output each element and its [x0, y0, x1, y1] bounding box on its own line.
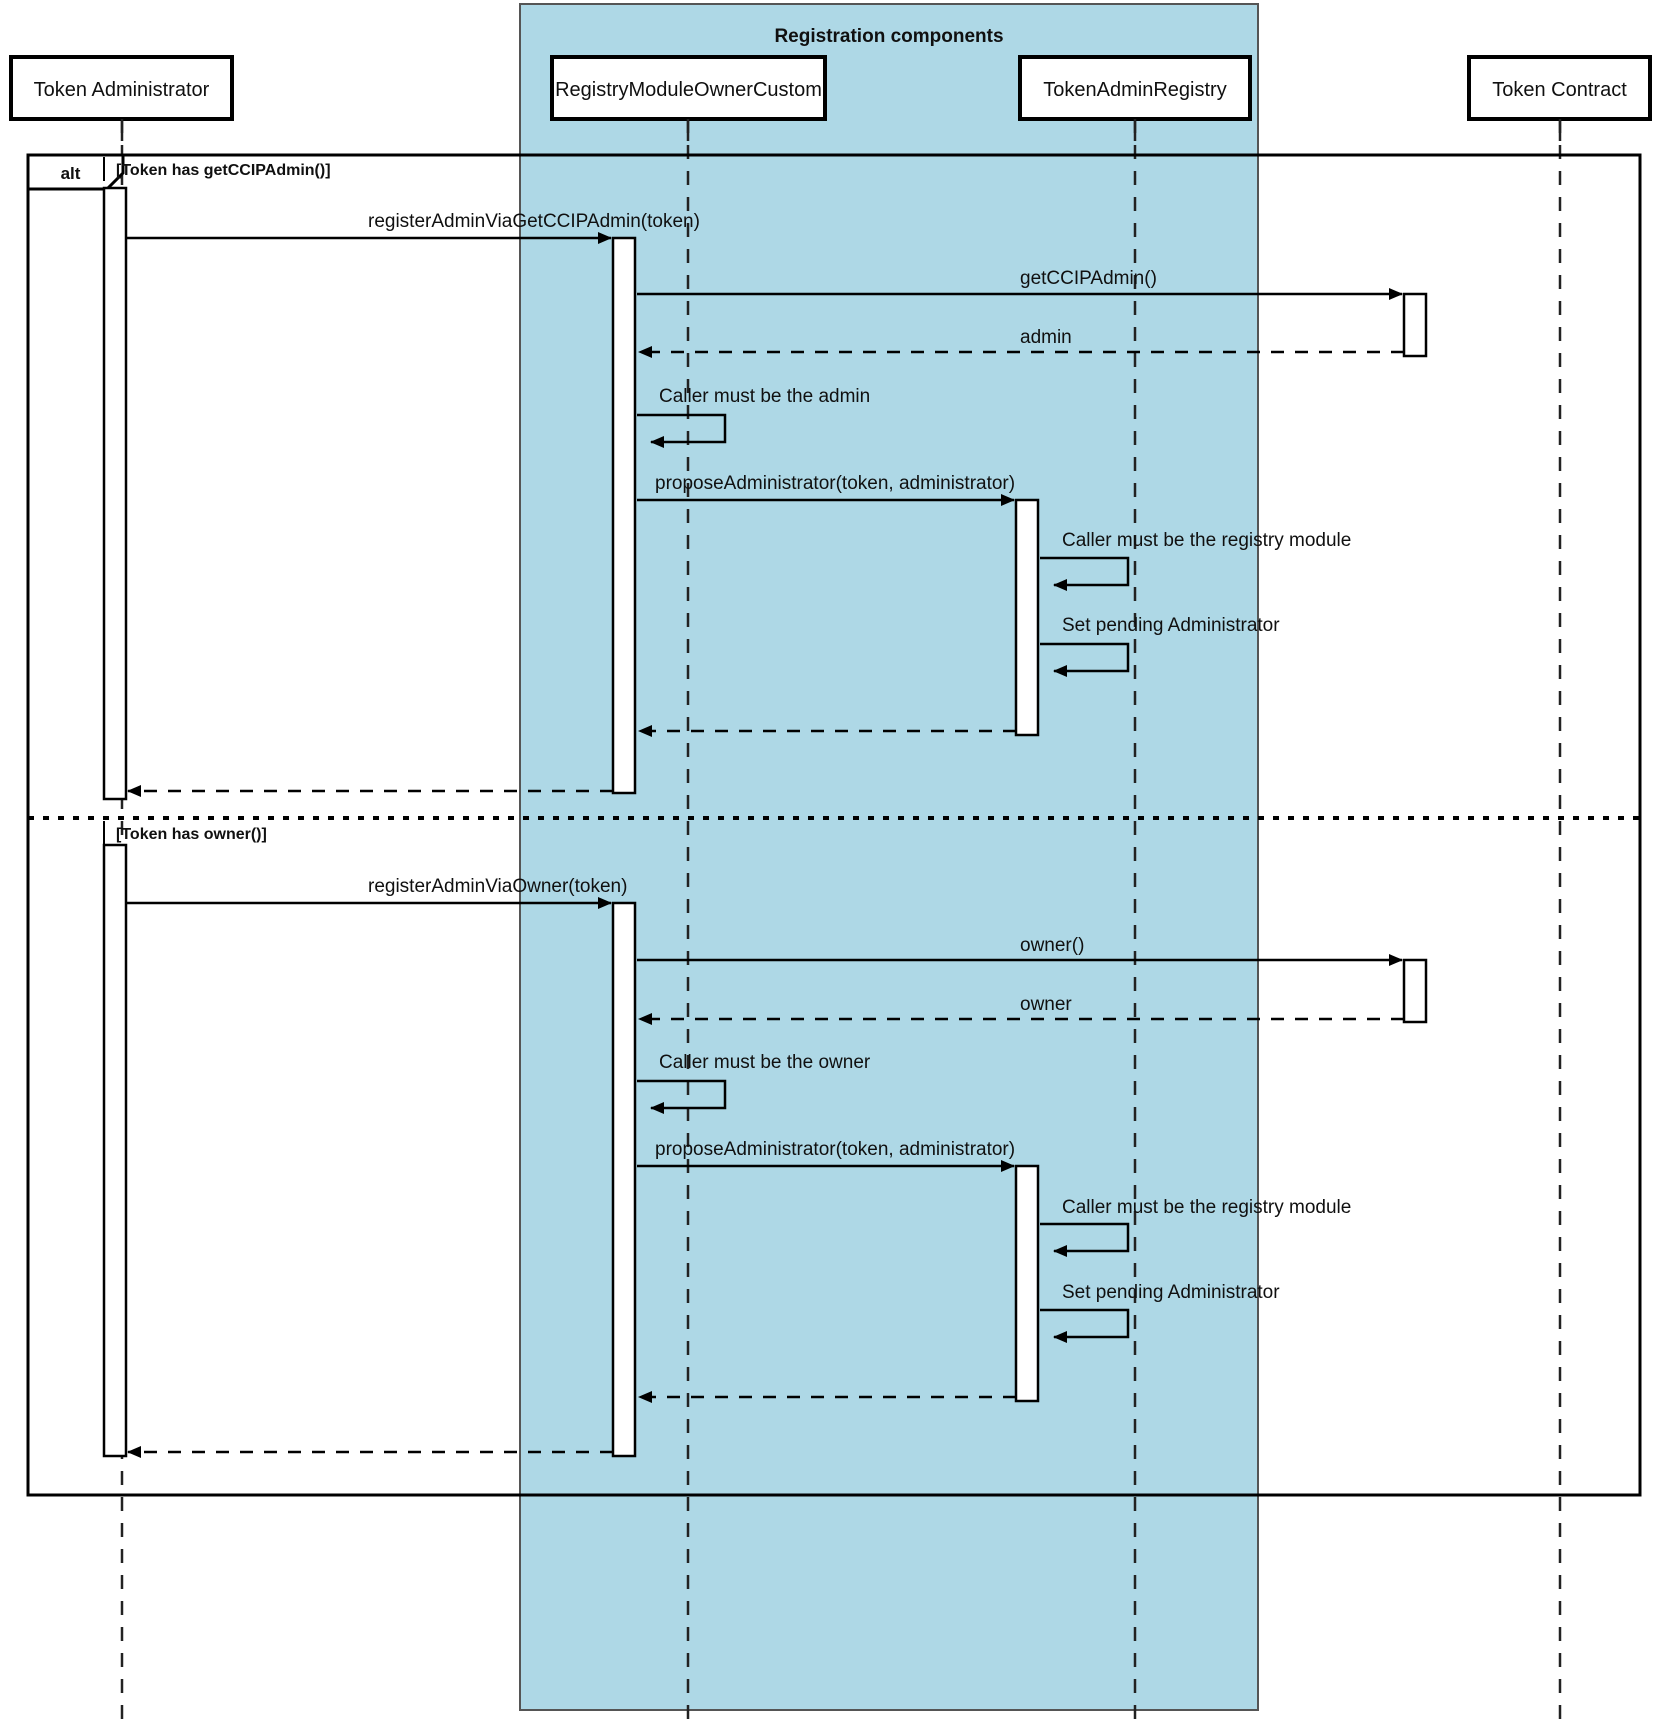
- self-message-line-m4: [637, 413, 727, 448]
- participant-label-token: Token Contract: [1492, 79, 1627, 101]
- activation-bar-admin-a5: [102, 843, 128, 1458]
- activation-bars: [102, 186, 1428, 1458]
- activation-bar-token-a3: [1402, 292, 1428, 358]
- participant-box-token[interactable]: [1467, 55, 1652, 121]
- message-label-m3: admin: [1020, 327, 1072, 348]
- activation-bar-registry-a6: [611, 901, 637, 1458]
- message-label-m2: getCCIPAdmin(): [1020, 268, 1157, 289]
- message-label-m12: owner: [1020, 994, 1072, 1015]
- message-label-m1: registerAdminViaGetCCIPAdmin(token): [368, 211, 700, 232]
- participant-token[interactable]: Token Contract: [1467, 55, 1652, 141]
- message-label-m13: Caller must be the owner: [659, 1052, 871, 1073]
- participant-admin[interactable]: Token Administrator: [9, 55, 234, 141]
- alt-fragment-frame: alt [Token has getCCIPAdmin()] [Token has …: [26, 153, 1642, 1497]
- self-message-line-m6: [1040, 556, 1130, 591]
- participant-tar[interactable]: TokenAdminRegistry: [1018, 55, 1252, 141]
- participant-label-admin: Token Administrator: [34, 79, 210, 101]
- alt-operator-label: alt: [61, 164, 81, 183]
- self-message-line-m15: [1040, 1222, 1130, 1257]
- message-label-m10: registerAdminViaOwner(token): [368, 876, 627, 897]
- message-label-m16: Set pending Administrator: [1062, 1282, 1280, 1303]
- participant-registry[interactable]: RegistryModuleOwnerCustom: [550, 55, 827, 141]
- alt-operator-tab: [26, 153, 125, 191]
- message-label-m5: proposeAdministrator(token, administrato…: [655, 473, 1015, 494]
- message-label-m11: owner(): [1020, 935, 1084, 956]
- alt-guard-condition-1: [Token has owner()]: [116, 826, 267, 843]
- participant-box-admin[interactable]: [9, 55, 234, 121]
- message-label-m6: Caller must be the registry module: [1062, 530, 1351, 551]
- participant-box-registry[interactable]: [550, 55, 827, 121]
- self-message-line-m13: [637, 1079, 727, 1114]
- alt-frame-rect: [26, 153, 1642, 1497]
- message-label-m14: proposeAdministrator(token, administrato…: [655, 1139, 1015, 1160]
- activation-bar-tar-a8: [1014, 1164, 1040, 1403]
- messages: registerAdminViaGetCCIPAdmin(token) getCC…: [126, 211, 1404, 1458]
- self-message-line-m16: [1040, 1308, 1130, 1343]
- activation-bar-token-a7: [1402, 958, 1428, 1024]
- alt-guard-condition-0: [Token has getCCIPAdmin()]: [116, 162, 331, 179]
- activation-bar-admin-a1: [102, 186, 128, 801]
- participant-label-tar: TokenAdminRegistry: [1043, 79, 1226, 101]
- participant-label-registry: RegistryModuleOwnerCustom: [555, 79, 822, 101]
- participant-boxes: Token Administrator RegistryModuleOwnerCu…: [9, 55, 1652, 141]
- message-label-m4: Caller must be the admin: [659, 386, 870, 407]
- self-message-line-m7: [1040, 642, 1130, 677]
- activation-bar-registry-a2: [611, 236, 637, 795]
- message-label-m15: Caller must be the registry module: [1062, 1197, 1351, 1218]
- group-box-title: Registration components: [774, 26, 1003, 47]
- participant-box-tar[interactable]: [1018, 55, 1252, 121]
- message-label-m7: Set pending Administrator: [1062, 615, 1280, 636]
- activation-bar-tar-a4: [1014, 498, 1040, 737]
